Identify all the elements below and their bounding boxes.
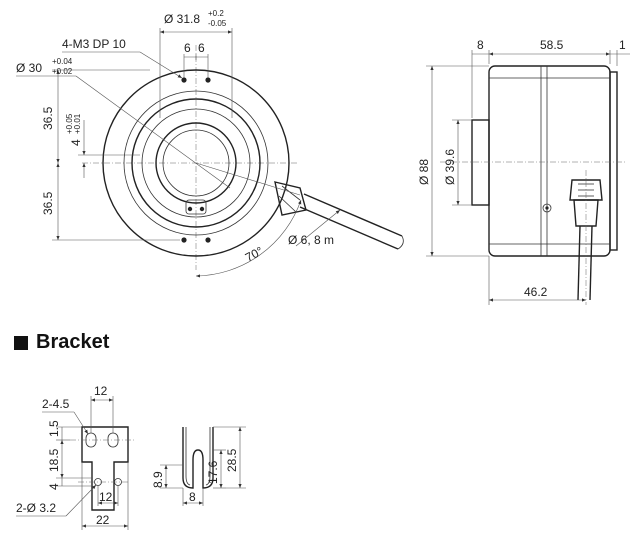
- bore-leader-line: [75, 75, 231, 189]
- bracket-slot-label: 2-4.5: [42, 397, 70, 411]
- cable-spec-label: Ø 6, 8 m: [288, 233, 334, 247]
- m3-hole-bottom-right: [205, 237, 211, 243]
- cable-gland-body: [274, 181, 307, 216]
- heading-square-icon: [14, 335, 28, 350]
- front-view: Ø 31.8 +0.2 -0.05 6 6 4-M3 DP 10 Ø 30 +0…: [16, 9, 404, 278]
- cable-gland-nut-lines: [278, 185, 301, 213]
- bracket-hole-label: 2-Ø 3.2: [16, 501, 56, 515]
- offset-tolerance-upper: +0.05: [65, 113, 74, 134]
- cable-offset-label: 46.2: [524, 285, 548, 299]
- bracket-bottom-edge-label: 4: [47, 483, 61, 490]
- bracket-profile-view: 8.9 8 17.6 28.5: [151, 426, 246, 506]
- bore-tolerance-lower: +0.02: [52, 67, 73, 76]
- lower-half-height-label: 36.5: [41, 191, 55, 215]
- hole-spacing-right-label: 6: [198, 41, 205, 55]
- profile-depth-label: 8.9: [151, 471, 165, 488]
- thread-callout-label: 4-M3 DP 10: [62, 37, 126, 51]
- bracket-profile-inner: [185, 427, 211, 486]
- m3-hole-bottom-left: [181, 237, 187, 243]
- cap-width-label: 1: [619, 38, 626, 52]
- cable-lower-edge: [299, 206, 399, 250]
- profile-height-label: 28.5: [225, 448, 239, 472]
- m3-hole-top-right: [205, 77, 211, 83]
- cable-upper-edge: [303, 193, 403, 237]
- bracket-top-edge-label: 1.5: [47, 420, 61, 437]
- cable-leader-line: [295, 209, 341, 247]
- outer-diameter-88-label: Ø 88: [417, 159, 431, 185]
- angle-label: 70°: [243, 244, 266, 265]
- clamp-screw-left: [187, 206, 193, 212]
- outer-tolerance-lower: -0.05: [208, 19, 227, 28]
- m3-hole-top-left: [181, 77, 187, 83]
- shaft-sleeve: [471, 119, 490, 206]
- side-view: 8 58.5 1 Ø 88 Ø 39.6: [417, 38, 630, 305]
- offset-tolerance-lower: +0.01: [73, 113, 82, 134]
- bracket-hole-spacing-label: 12: [99, 490, 113, 504]
- side-gland-body: [573, 199, 599, 227]
- side-screw-outer: [542, 203, 552, 213]
- side-cable-left-edge: [577, 225, 581, 301]
- body-length-label: 58.5: [540, 38, 564, 52]
- flange-width-label: 8: [477, 38, 484, 52]
- bracket-title: Bracket: [36, 331, 110, 353]
- thread-leader-line: [139, 51, 183, 79]
- hole-spacing-left-label: 6: [184, 41, 191, 55]
- bracket-heading: Bracket: [14, 331, 109, 354]
- bracket-front-view: 12 2-4.5 1.5 18.5 4 2-Ø 3.2 12 22: [16, 384, 135, 530]
- bracket-plate-outline: [81, 426, 129, 511]
- bracket-slot-leader: [73, 411, 89, 435]
- side-screw-head: [545, 206, 549, 210]
- upper-half-height-label: 36.5: [41, 106, 55, 130]
- bore-diameter-label: Ø 30: [16, 61, 42, 75]
- angle-reference-line: [195, 162, 301, 196]
- inner-diameter-39-6-label: Ø 39.6: [443, 149, 457, 185]
- bracket-hole-leader: [65, 484, 97, 517]
- side-cable-right-edge: [589, 225, 593, 301]
- bracket-profile-outline: [182, 427, 214, 489]
- clamp-screw-right: [199, 206, 205, 212]
- side-gland-nut: [569, 179, 603, 201]
- encoder-cap: [609, 71, 618, 251]
- bracket-slot-height-label: 18.5: [47, 448, 61, 472]
- outer-diameter-label: Ø 31.8: [164, 12, 200, 26]
- outer-tolerance-upper: +0.2: [208, 9, 224, 18]
- cable-end: [397, 235, 404, 250]
- angle-arc: [195, 199, 302, 278]
- profile-width-label: 8: [189, 490, 196, 504]
- bracket-top-width-label: 12: [94, 384, 108, 398]
- bore-tolerance-upper: +0.04: [52, 57, 73, 66]
- bore-inner-circle: [162, 129, 230, 197]
- profile-slot-label: 17.6: [206, 460, 220, 484]
- bracket-overall-width-label: 22: [96, 513, 110, 527]
- offset-label: 4: [69, 139, 83, 146]
